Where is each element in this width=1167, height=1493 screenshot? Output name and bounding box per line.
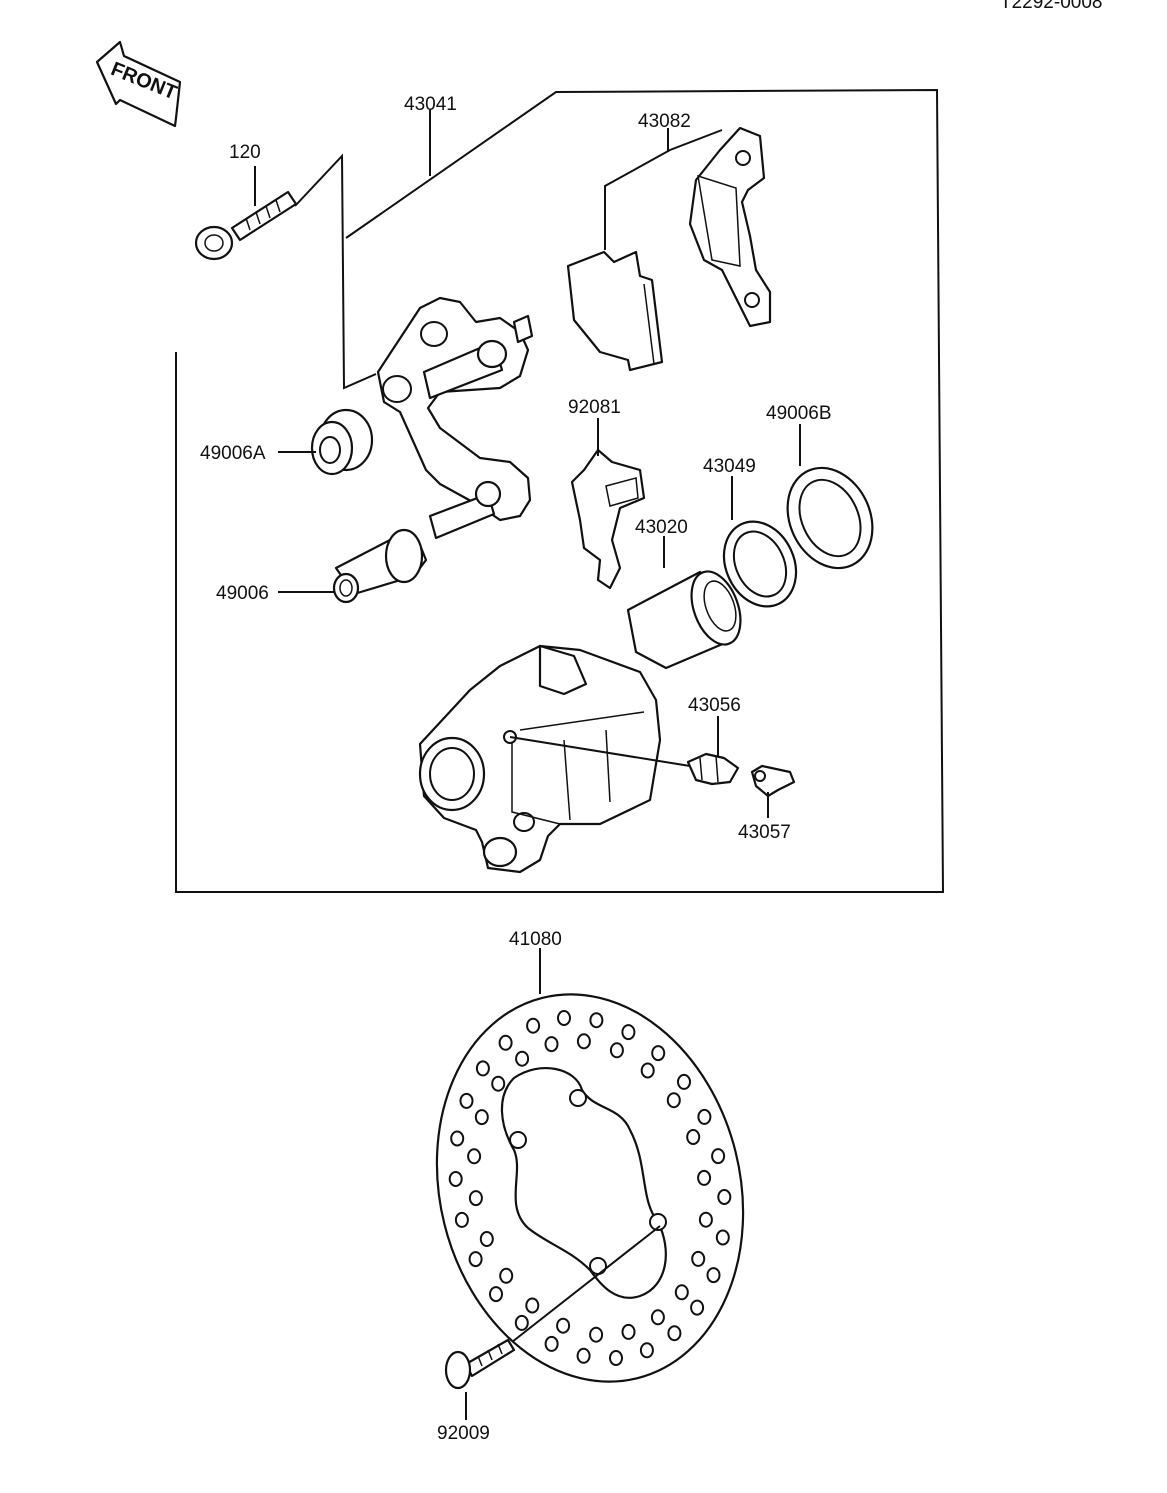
brake-disc-41080-icon <box>435 993 745 1383</box>
bleed-valve-43056-icon <box>686 752 740 786</box>
disc-vent-hole <box>544 1335 559 1352</box>
disc-vent-hole <box>589 1326 604 1343</box>
seal-43049-icon <box>722 520 798 608</box>
disc-vent-hole <box>639 1342 654 1359</box>
boot-49006a-icon <box>310 408 374 476</box>
disc-vent-hole <box>448 1171 463 1187</box>
disc-vent-hole <box>650 1309 665 1326</box>
label-120: 120 <box>229 142 261 163</box>
dust-seal-49006b-icon <box>786 466 874 570</box>
caliper-body-icon <box>418 644 662 874</box>
disc-vent-hole <box>589 1012 604 1029</box>
disc-holes <box>448 1010 732 1366</box>
disc-vent-hole <box>556 1317 571 1334</box>
screw-92009-icon <box>444 1338 516 1390</box>
disc-vent-hole <box>479 1231 494 1247</box>
label-49006b: 49006B <box>766 403 832 424</box>
disc-vent-hole <box>498 1034 513 1051</box>
disc-vent-hole <box>697 1169 712 1186</box>
disc-vent-hole <box>489 1286 503 1303</box>
disc-vent-hole <box>475 1060 490 1077</box>
disc-vent-hole <box>459 1092 474 1109</box>
disc-vent-hole <box>717 1189 732 1205</box>
pad-spring-92081-icon <box>570 448 646 590</box>
disc-vent-hole <box>450 1130 465 1147</box>
disc-vent-hole <box>690 1299 705 1316</box>
label-41080: 41080 <box>509 929 562 950</box>
disc-vent-hole <box>499 1267 514 1284</box>
disc-vent-hole <box>467 1148 482 1165</box>
label-43049: 43049 <box>703 456 756 477</box>
disc-vent-hole <box>691 1250 706 1267</box>
disc-vent-hole <box>525 1297 540 1314</box>
disc-vent-hole <box>686 1129 701 1145</box>
disc-vent-hole <box>609 1042 624 1059</box>
disc-vent-hole <box>526 1017 541 1034</box>
disc-vent-hole <box>706 1267 721 1284</box>
disc-vent-hole <box>557 1010 571 1026</box>
disc-vent-hole <box>640 1062 655 1079</box>
disc-vent-hole <box>474 1109 489 1126</box>
label-43056: 43056 <box>688 695 741 716</box>
label-43057: 43057 <box>738 822 791 843</box>
label-92009: 92009 <box>437 1423 490 1444</box>
disc-vent-hole <box>698 1211 713 1228</box>
disc-vent-hole <box>454 1211 469 1228</box>
bolt-120-icon <box>194 190 298 261</box>
disc-vent-hole <box>697 1108 712 1125</box>
disc-vent-hole <box>491 1075 506 1092</box>
disc-vent-hole <box>711 1148 726 1165</box>
bleed-cap-43057-icon <box>750 764 796 798</box>
disc-vent-hole <box>609 1350 623 1366</box>
front-arrow-icon: FRONT <box>95 40 182 128</box>
disc-vent-hole <box>651 1045 666 1062</box>
disc-vent-hole <box>544 1036 559 1053</box>
label-49006a: 49006A <box>200 443 266 464</box>
disc-vent-hole <box>515 1050 530 1067</box>
disc-vent-hole <box>468 1190 483 1207</box>
caliper-bracket-icon <box>376 296 534 540</box>
label-92081: 92081 <box>568 397 621 418</box>
pin-49006-icon <box>332 528 428 604</box>
label-43041: 43041 <box>404 94 457 115</box>
disc-vent-hole <box>621 1024 636 1041</box>
disc-vent-hole <box>666 1092 681 1109</box>
drawing-code: T2292-0008 <box>1000 0 1102 13</box>
disc-vent-hole <box>674 1284 689 1301</box>
disc-vent-hole <box>576 1033 591 1050</box>
brake-pads-icon <box>566 126 772 372</box>
disc-vent-hole <box>468 1251 483 1268</box>
disc-vent-hole <box>667 1325 682 1342</box>
label-43082: 43082 <box>638 111 691 132</box>
caliper-assembly-outline <box>175 88 945 893</box>
disc-vent-hole <box>677 1073 691 1090</box>
disc-vent-hole <box>621 1323 636 1340</box>
piston-43020-icon <box>626 570 742 670</box>
disc-vent-hole <box>715 1229 730 1246</box>
label-43020: 43020 <box>635 517 688 538</box>
label-49006: 49006 <box>216 583 269 604</box>
disc-vent-hole <box>576 1347 591 1364</box>
disc-vent-hole <box>514 1314 529 1331</box>
